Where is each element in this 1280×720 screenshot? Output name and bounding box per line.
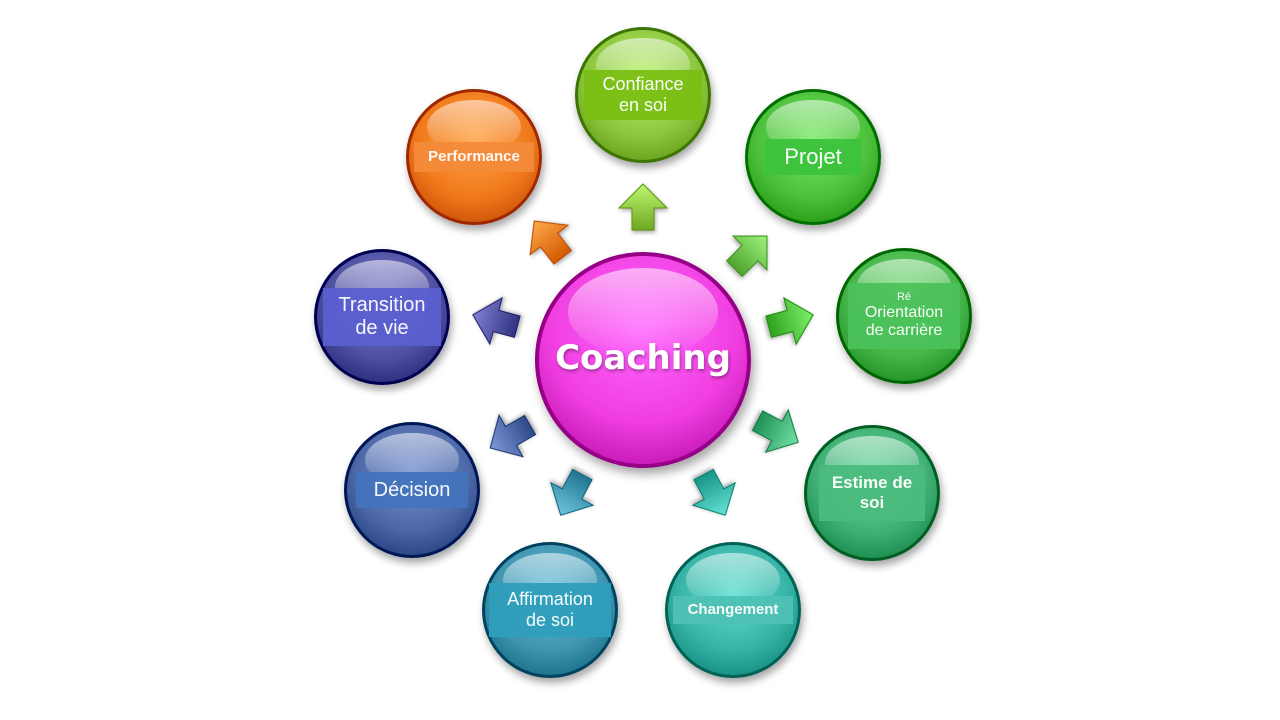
- node-label-line: Orientation: [864, 303, 944, 321]
- node-label-line: Projet: [784, 144, 842, 170]
- node-label-line: de vie: [355, 317, 409, 339]
- node-label-projet: Projet: [765, 139, 861, 175]
- node-label-line: Décision: [373, 478, 451, 501]
- arrow-shape: [726, 235, 768, 277]
- arrow-8: [529, 220, 573, 266]
- arrow-shape: [765, 296, 814, 346]
- node-label-performance: Performance: [414, 142, 534, 172]
- arrow-0: [617, 183, 669, 231]
- node-label-line: Transition: [338, 294, 426, 316]
- arrow-shape: [751, 408, 800, 454]
- node-label-line: Confiance: [602, 74, 684, 95]
- arrow-1: [726, 235, 768, 277]
- node-label-line: Performance: [428, 148, 520, 166]
- node-label-changement: Changement: [673, 596, 793, 624]
- node-label-decision: Décision: [356, 472, 468, 508]
- arrow-shape: [472, 296, 521, 346]
- arrow-shape: [549, 468, 595, 517]
- node-label-line: Ré: [896, 291, 912, 304]
- center-label: Coaching: [555, 338, 731, 378]
- arrow-shape: [617, 183, 669, 231]
- arrow-shape: [529, 220, 573, 266]
- arrow-2: [765, 296, 814, 346]
- node-label-line: en soi: [618, 95, 668, 115]
- node-label-line: de carrière: [865, 322, 943, 340]
- node-label-line: Estime de: [831, 473, 913, 493]
- arrow-3: [751, 408, 800, 454]
- arrow-4: [691, 468, 737, 517]
- node-label-line: de soi: [525, 610, 575, 630]
- arrow-7: [472, 296, 521, 346]
- arrow-shape: [691, 468, 737, 517]
- arrow-6: [489, 413, 537, 458]
- arrow-shape: [489, 413, 537, 458]
- node-label-line: soi: [859, 493, 885, 512]
- arrow-5: [549, 468, 595, 517]
- node-label-line: Changement: [687, 601, 779, 619]
- node-label-line: Affirmation: [507, 589, 593, 610]
